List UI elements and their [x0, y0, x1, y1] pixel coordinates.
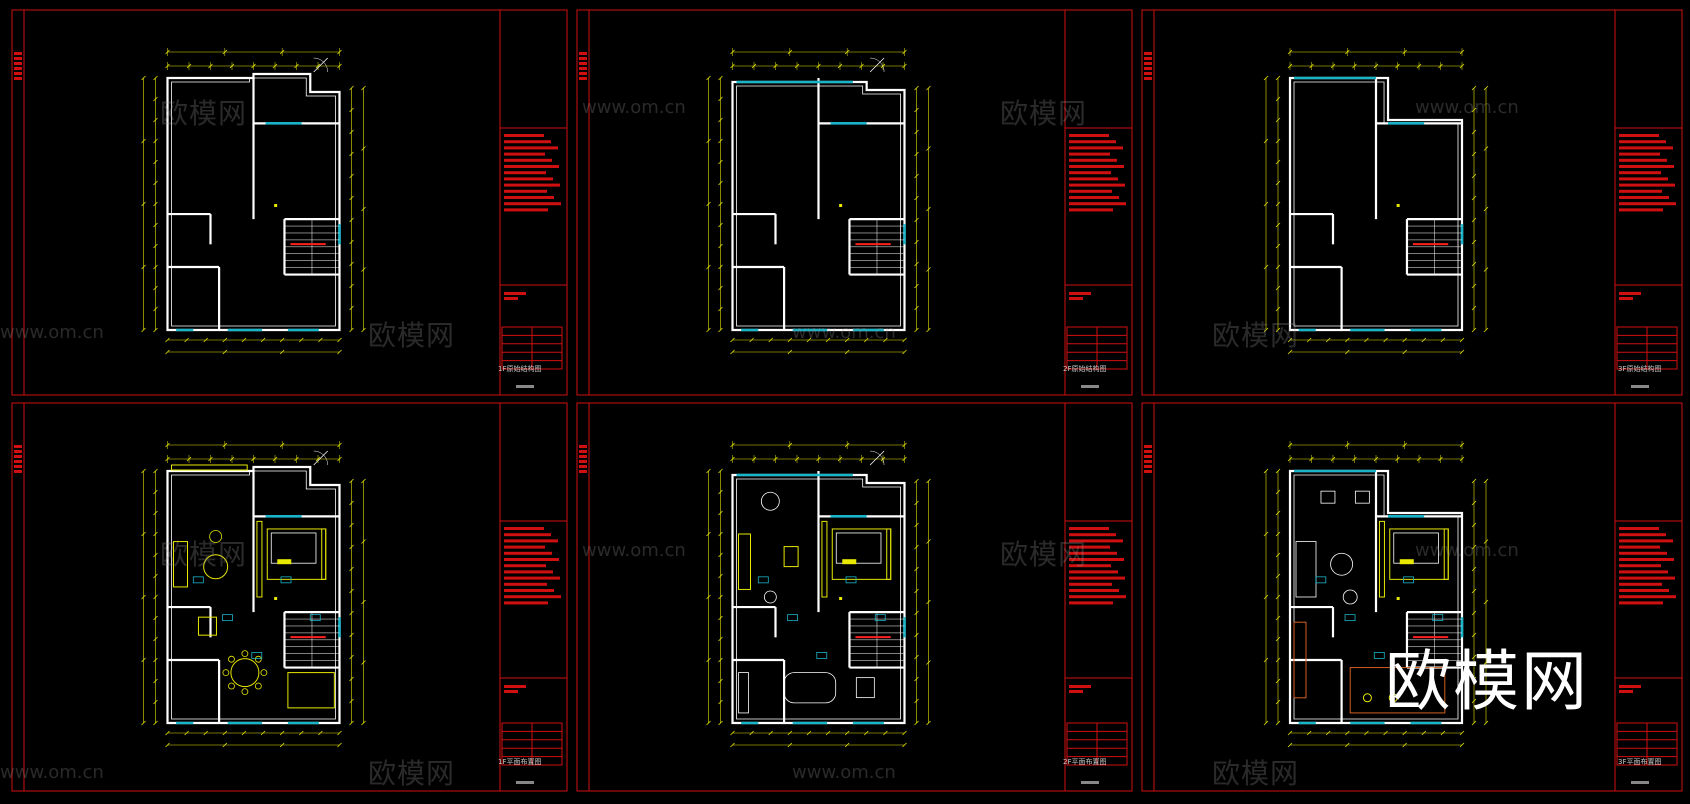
drawing-sheet-tl	[11, 9, 568, 396]
drawing-sheet-br	[1141, 402, 1683, 792]
sheet-title-1f-structure: 1F原始结构图	[498, 365, 542, 373]
drawing-sheet-tm	[576, 9, 1133, 396]
sheet-title-3f-structure: 3F原始结构图	[1618, 365, 1662, 373]
sheet-title-2f-layout: 2F平面布置图	[1063, 758, 1107, 766]
sheet-title-1f-layout: 1F平面布置图	[498, 758, 542, 766]
sheet-title-3f-layout: 3F平面布置图	[1618, 758, 1662, 766]
drawing-sheet-bl	[11, 402, 568, 792]
sheet-title-2f-structure: 2F原始结构图	[1063, 365, 1107, 373]
drawing-sheet-tr	[1141, 9, 1683, 396]
drawing-sheet-bm	[576, 402, 1133, 792]
brand-logo: 欧模网	[1385, 643, 1589, 720]
